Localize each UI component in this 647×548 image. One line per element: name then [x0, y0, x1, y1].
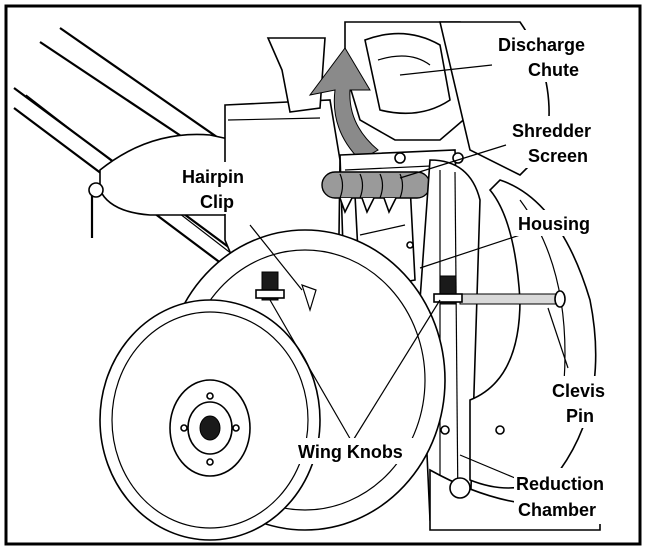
leader-lines [249, 64, 569, 479]
wing-knob-right [433, 275, 463, 305]
front-wheel [99, 299, 321, 541]
clevis-pin-line2: Pin [566, 406, 594, 426]
hairpin-clip-line2: Clip [200, 192, 234, 212]
discharge-chute-line1: Discharge [498, 35, 585, 55]
direction-arrow [308, 47, 379, 161]
shredder-screen-line2: Screen [528, 146, 588, 166]
discharge-chute-line2: Chute [528, 60, 579, 80]
label-discharge-chute: Discharge Chute [496, 30, 620, 82]
label-reduction-chamber: Reduction Chamber [514, 468, 624, 524]
shredder-screen-line1: Shredder [512, 121, 591, 141]
shredder-screen [321, 171, 431, 215]
label-shredder-screen: Shredder Screen [508, 116, 620, 168]
clevis-pin [459, 290, 566, 308]
reduction-chamber-line2: Chamber [518, 500, 596, 520]
label-clevis-pin: Clevis Pin [550, 376, 620, 428]
label-hairpin-clip: Hairpin Clip [180, 162, 262, 214]
reduction-chamber-line1: Reduction [516, 474, 604, 494]
wing-knobs-label: Wing Knobs [298, 442, 403, 462]
housing-label: Housing [518, 214, 590, 234]
hairpin-clip [301, 284, 317, 313]
hairpin-clip-line1: Hairpin [182, 167, 244, 187]
label-wing-knobs: Wing Knobs [294, 438, 420, 464]
label-housing: Housing [512, 210, 616, 236]
clevis-pin-line1: Clevis [552, 381, 605, 401]
